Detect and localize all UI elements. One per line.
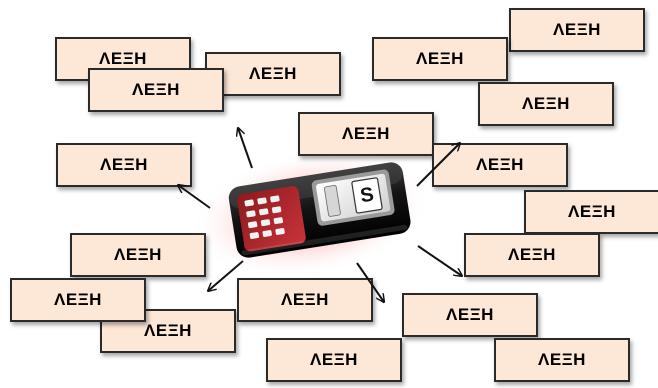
word-card: ΛΕΞΗ xyxy=(56,143,192,187)
device-screen-symbol: S xyxy=(359,184,376,208)
mobile-phone-device-icon: S xyxy=(191,149,430,278)
word-card: ΛΕΞΗ xyxy=(478,82,614,126)
arrow-down xyxy=(356,262,384,302)
word-card: ΛΕΞΗ xyxy=(402,293,538,337)
word-card: ΛΕΞΗ xyxy=(509,8,645,52)
word-card: ΛΕΞΗ xyxy=(494,338,630,382)
word-card: ΛΕΞΗ xyxy=(10,278,146,322)
word-card: ΛΕΞΗ xyxy=(88,68,224,112)
word-card: ΛΕΞΗ xyxy=(372,37,508,81)
word-card: ΛΕΞΗ xyxy=(237,278,373,322)
word-card: ΛΕΞΗ xyxy=(70,233,206,277)
word-card: ΛΕΞΗ xyxy=(266,338,402,382)
arrow-right xyxy=(417,245,462,276)
arrow-up xyxy=(238,128,253,169)
arrow-up-right xyxy=(416,143,460,187)
word-card: ΛΕΞΗ xyxy=(464,233,600,277)
